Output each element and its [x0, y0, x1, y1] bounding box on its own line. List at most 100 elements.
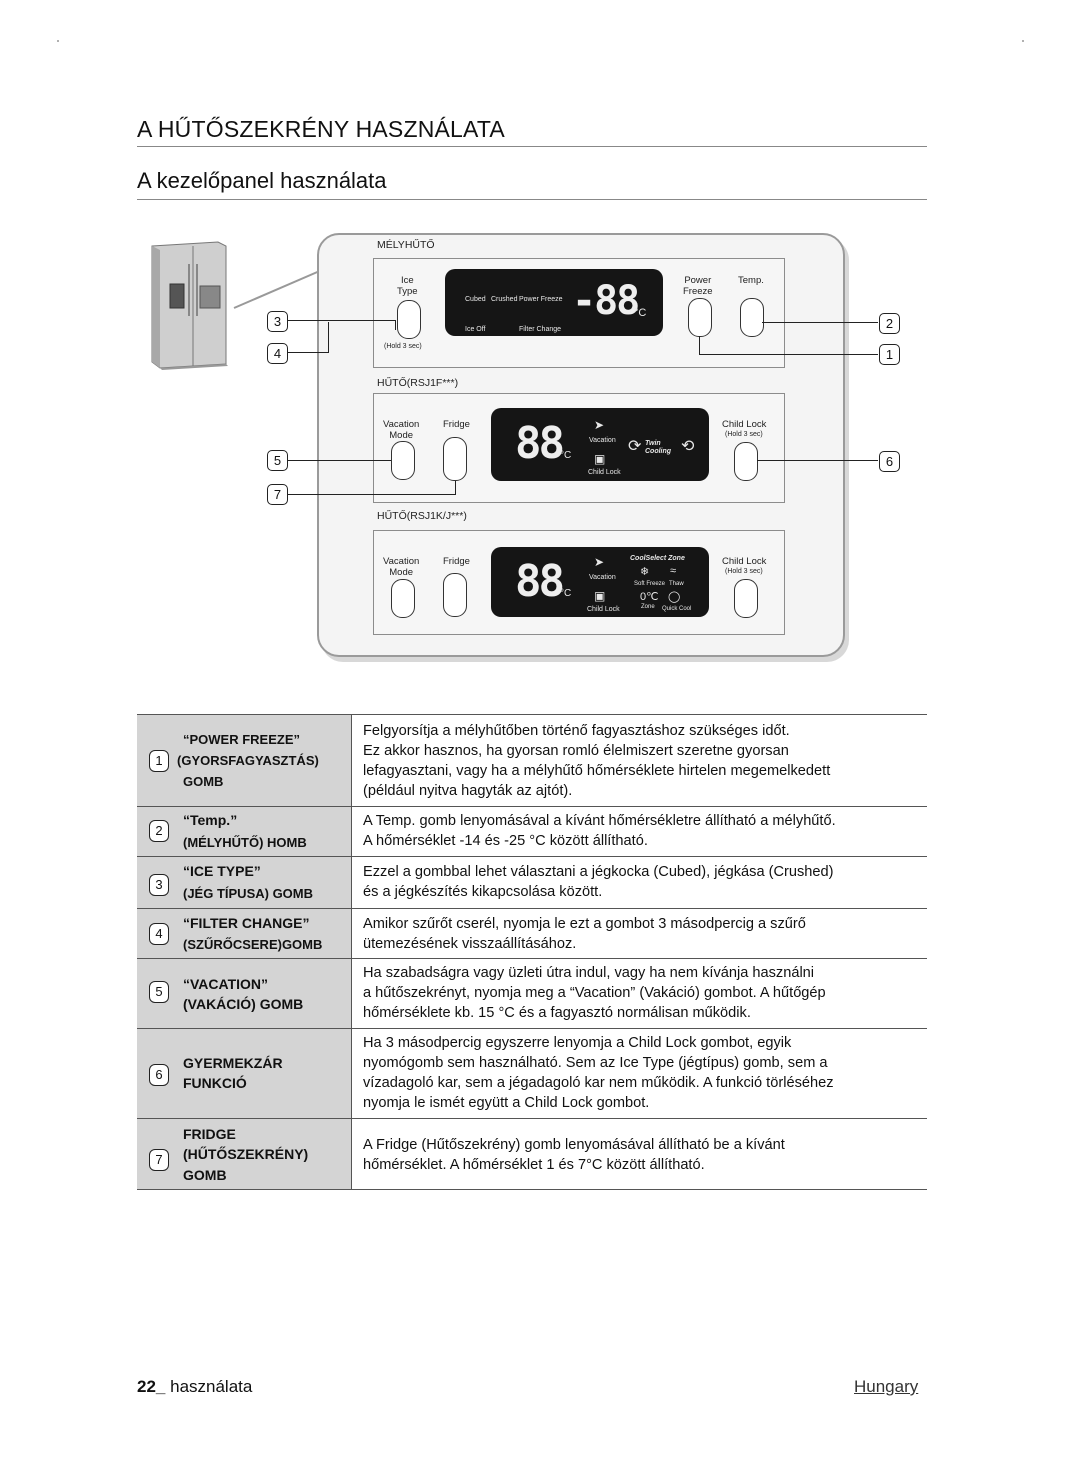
lock-icon-2: ▣ [594, 589, 606, 603]
lcd-cooling: Cooling [645, 448, 672, 455]
callout-line-1 [699, 354, 878, 355]
fridge-button[interactable] [443, 437, 467, 481]
row-number: 6 [149, 1064, 169, 1086]
fridge-label: Fridge [443, 419, 470, 430]
row-label-line: FRIDGE [183, 1126, 236, 1142]
subtitle-divider [137, 199, 927, 200]
page-number: 22_ [137, 1377, 166, 1396]
lcd-ice-off: Ice Off [465, 326, 486, 333]
row-label-cell: 5 “VACATION” (VAKÁCIÓ) GOMB [137, 959, 352, 1028]
row-description: A Temp. gomb lenyomásával a kívánt hőmér… [363, 813, 836, 849]
lcd-freezer-temperature: -88 [572, 278, 640, 324]
row-description: Ha 3 másodpercig egyszerre lenyomja a Ch… [363, 1035, 834, 1111]
row-number: 2 [149, 820, 169, 842]
vacation-button-2[interactable] [391, 579, 415, 618]
soft-freeze-icon: ❄ [640, 566, 650, 578]
fridge-display-2 [491, 547, 709, 617]
child-lock-label-2: Child Lock [722, 556, 767, 567]
lcd-vacation: Vacation [589, 437, 616, 444]
page-footer: 22_ használata [137, 1377, 252, 1397]
vacation-icon: ➤ [594, 418, 605, 432]
callout-line-2 [762, 322, 878, 323]
quick-cool-icon: ◯ [668, 591, 681, 603]
section-title: A kezelőpanel használata [137, 168, 387, 193]
lcd-unit-fridge: °C [560, 450, 572, 461]
power-freeze-button[interactable] [688, 298, 712, 337]
temp-button[interactable] [740, 298, 764, 337]
lcd-zone: Zone [641, 604, 655, 610]
callout-line-1b [699, 336, 700, 355]
lcd-power-freeze: Power Freeze [519, 296, 563, 303]
row-label-line: (MÉLYHŰTŐ) HOMB [183, 835, 307, 850]
table-row: 1 “POWER FREEZE” (GYORSFAGYASZTÁS) GOMB … [137, 715, 927, 807]
fridge-button-2[interactable] [443, 573, 467, 617]
callout-line-7 [288, 494, 455, 495]
fridge-section-1-label: HŰTŐ(RSJ1F***) [377, 377, 459, 389]
vacation-button[interactable] [391, 441, 415, 480]
callout-7: 7 [267, 484, 288, 505]
row-label-line: “POWER FREEZE” [183, 732, 301, 747]
callout-5: 5 [267, 450, 288, 471]
row-number: 7 [149, 1149, 169, 1171]
row-label-line: (GYORSFAGYASZTÁS) [177, 753, 319, 768]
fridge-display-1 [491, 408, 709, 481]
lcd-unit: °C [634, 307, 647, 319]
row-label-line: (HŰTŐSZEKRÉNY) [183, 1146, 309, 1162]
lcd-zero-zone: 0℃ [640, 591, 659, 603]
callout-6: 6 [879, 451, 900, 472]
freezer-section-label: MÉLYHŰTŐ [377, 239, 435, 251]
row-label-cell: 6 GYERMEKZÁR FUNKCIÓ [137, 1029, 352, 1118]
fridge-section-2-label: HŰTŐ(RSJ1K/J***) [377, 510, 467, 522]
callout-line-3b [395, 320, 396, 330]
row-description: Ezzel a gombbal lehet választani a jégko… [363, 864, 834, 900]
child-lock-label: Child Lock [722, 419, 767, 430]
row-description: A Fridge (Hűtőszekrény) gomb lenyomásáva… [363, 1137, 785, 1173]
lcd-child-lock: Child Lock [588, 469, 621, 476]
callout-line-6 [757, 460, 878, 461]
row-label-cell: 3 “ICE TYPE” (JÉG TÍPUSA) GOMB [137, 857, 352, 908]
row-label-cell: 2 “Temp.” (MÉLYHŰTŐ) HOMB [137, 807, 352, 856]
callout-line-4b [328, 322, 329, 353]
lcd-coolselect-zone: CoolSelect Zone [630, 555, 685, 562]
row-label-line: GYERMEKZÁR [183, 1055, 283, 1071]
lcd-thaw: Thaw [669, 581, 684, 587]
title-divider [137, 146, 927, 147]
lcd-twin: Twin [645, 440, 661, 447]
callout-3: 3 [267, 311, 288, 332]
callout-4: 4 [267, 343, 288, 364]
lcd-filter-change: Filter Change [519, 326, 562, 333]
row-number: 1 [149, 750, 169, 772]
child-lock-button-2[interactable] [734, 579, 758, 618]
row-label-line: GOMB [183, 1167, 227, 1183]
child-lock-button[interactable] [734, 442, 758, 481]
row-label-cell: 1 “POWER FREEZE” (GYORSFAGYASZTÁS) GOMB [137, 715, 352, 806]
callout-line-4 [288, 352, 328, 353]
table-row: 3 “ICE TYPE” (JÉG TÍPUSA) GOMB Ezzel a g… [137, 857, 927, 909]
twin-cooling-icon: ⟳ [628, 438, 642, 455]
lock-icon: ▣ [594, 452, 606, 466]
table-row: 7 FRIDGE (HŰTŐSZEKRÉNY) GOMB A Fridge (H… [137, 1119, 927, 1190]
lcd-quick-cool: Quick Cool [662, 606, 692, 612]
row-label-line: (VAKÁCIÓ) GOMB [183, 996, 304, 1012]
lcd-unit-fridge-2: °C [560, 588, 572, 599]
table-row: 6 GYERMEKZÁR FUNKCIÓ Ha 3 másodpercig eg… [137, 1029, 927, 1119]
row-number: 5 [149, 981, 169, 1003]
lcd-child-lock-2: Child Lock [587, 606, 620, 613]
row-label-line: (SZŰRŐCSERE)GOMB [183, 937, 323, 952]
table-row: 4 “FILTER CHANGE” (SZŰRŐCSERE)GOMB Amiko… [137, 909, 927, 959]
callout-line-7b [455, 481, 456, 495]
page-label: használata [170, 1377, 253, 1396]
ice-type-button[interactable] [397, 300, 421, 339]
fridge-label-2: Fridge [443, 556, 470, 567]
function-table: 1 “POWER FREEZE” (GYORSFAGYASZTÁS) GOMB … [137, 714, 927, 1190]
row-label-cell: 7 FRIDGE (HŰTŐSZEKRÉNY) GOMB [137, 1119, 352, 1189]
lcd-fridge-temperature-2: 88 [515, 556, 565, 607]
row-label-line: “ICE TYPE” [183, 863, 261, 879]
country-label: Hungary [854, 1377, 919, 1396]
row-description: Ha szabadságra vagy üzleti útra indul, v… [363, 965, 826, 1021]
lcd-cubed: Cubed [465, 296, 486, 303]
callout-2: 2 [879, 313, 900, 334]
thaw-icon: ≈ [670, 565, 677, 577]
